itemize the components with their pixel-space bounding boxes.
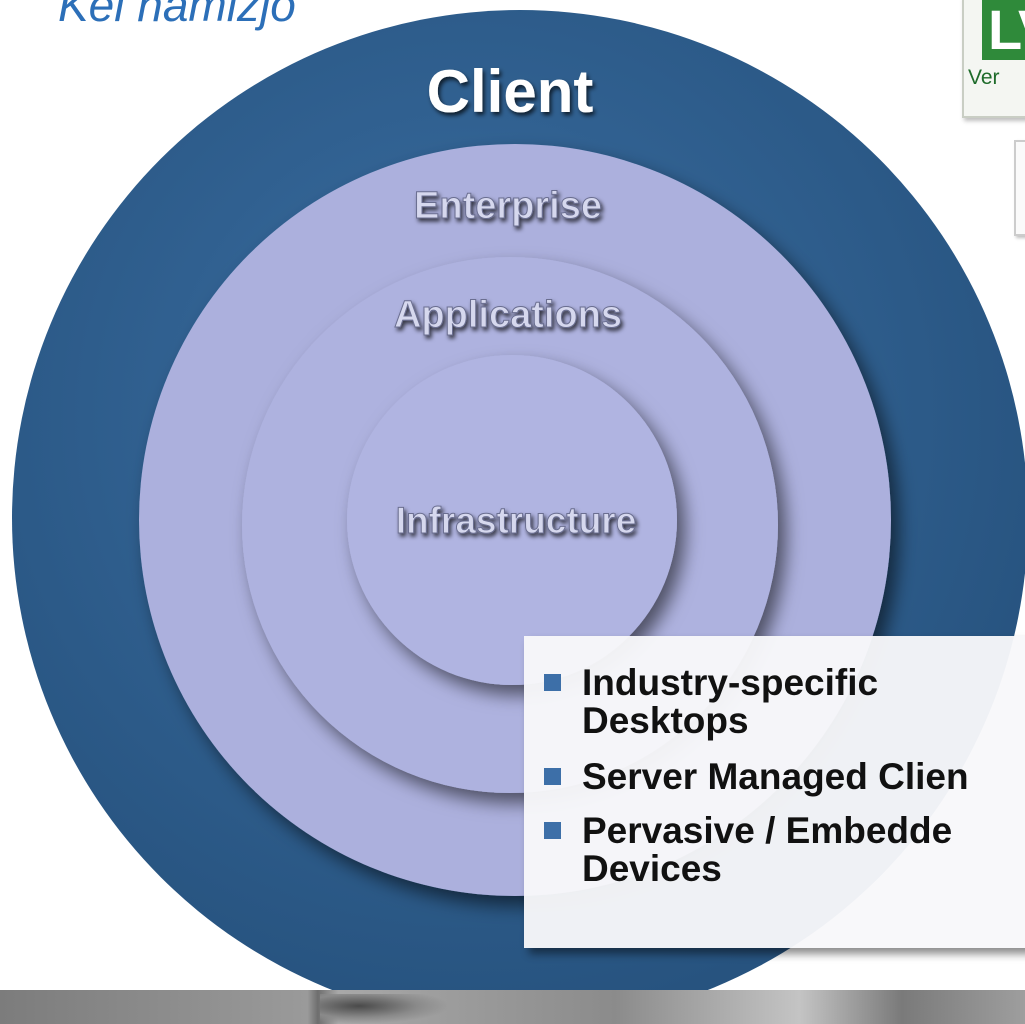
- ring-infrastructure: [347, 355, 677, 685]
- logo-text: Ver: [968, 66, 1000, 89]
- bullet-marker: [544, 822, 561, 839]
- bullet-item-desktops: Industry-specific Desktops: [544, 664, 969, 740]
- bullet-item-server-managed: Server Managed Clien: [544, 758, 969, 796]
- label-applications: Applications: [394, 294, 622, 336]
- bullet-panel: Industry-specific Desktops Server Manage…: [524, 636, 1025, 948]
- label-infrastructure: Infrastructure: [396, 500, 637, 541]
- bottom-image-strip: [0, 990, 1025, 1024]
- bullet-text-line: Devices: [582, 848, 722, 889]
- slide-title: Kei hamizjo: [58, 0, 296, 31]
- bullet-marker: [544, 674, 561, 691]
- bullet-text-line: Server Managed Clien: [582, 756, 969, 797]
- label-client: Client: [427, 58, 594, 125]
- bullet-text-line: Pervasive / Embedde: [582, 810, 953, 851]
- logo-mark: LV: [982, 0, 1025, 60]
- side-panel: [1014, 140, 1025, 236]
- bullet-text-line: Desktops: [582, 700, 749, 741]
- bullet-marker: [544, 768, 561, 785]
- logo-mark-text: LV: [988, 0, 1025, 61]
- bullet-item-pervasive: Pervasive / Embedde Devices: [544, 812, 969, 888]
- bottom-image-figure: [320, 994, 450, 1024]
- bullet-list: Industry-specific Desktops Server Manage…: [544, 664, 969, 906]
- bullet-text-line: Industry-specific: [582, 662, 879, 703]
- company-logo: LV Ver: [962, 0, 1025, 118]
- label-enterprise: Enterprise: [414, 185, 602, 227]
